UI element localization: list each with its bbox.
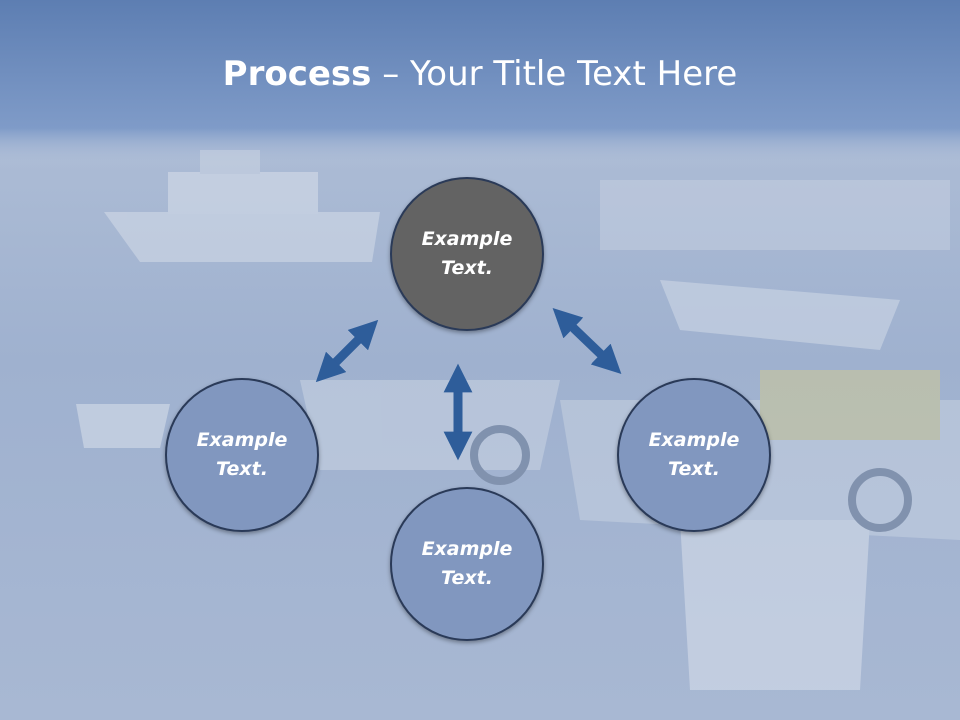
node-top-line1: Example — [421, 228, 513, 250]
node-left-line1: Example — [196, 429, 288, 451]
slide-title: Process – Your Title Text Here — [0, 52, 960, 96]
title-rest: Your Title Text Here — [410, 54, 738, 94]
node-bottom: Example Text. — [390, 487, 544, 641]
node-top: Example Text. — [390, 177, 544, 331]
node-top-line2: Text. — [441, 257, 493, 279]
title-separator: – — [371, 54, 411, 94]
node-bottom-line1: Example — [421, 538, 513, 560]
node-right-line1: Example — [648, 429, 740, 451]
arrow-top-right — [552, 308, 622, 374]
node-right: Example Text. — [617, 378, 771, 532]
title-bold: Process — [222, 54, 372, 94]
node-bottom-line2: Text. — [441, 567, 493, 589]
node-right-line2: Text. — [668, 458, 720, 480]
node-left: Example Text. — [165, 378, 319, 532]
node-left-line2: Text. — [216, 458, 268, 480]
arrow-top-left — [315, 319, 379, 383]
